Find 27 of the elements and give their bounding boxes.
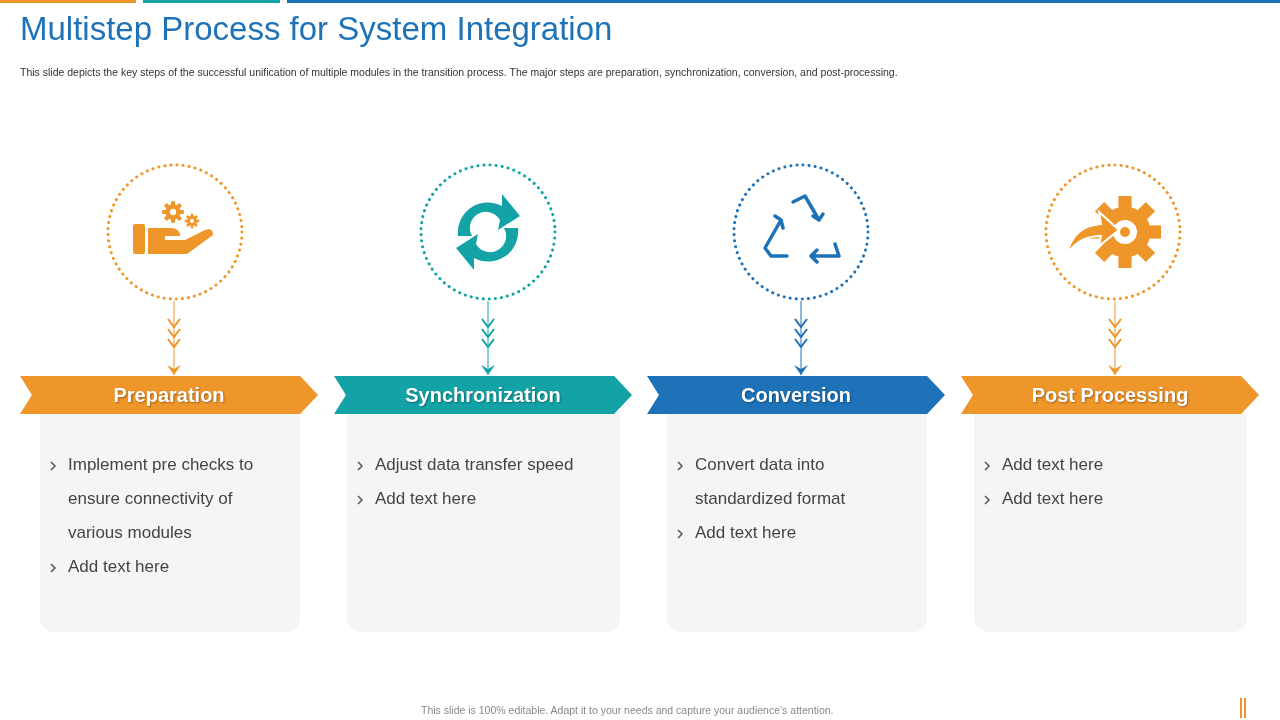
step-banner: Post Processing	[961, 376, 1259, 414]
bullet-text: Add text here	[1002, 482, 1235, 516]
bullet-text: Add text here	[68, 550, 288, 584]
bullet-text: Add text here	[1002, 448, 1235, 482]
step-banner: Conversion	[647, 376, 945, 414]
subtitle-text: This slide depicts the key steps of the successful unification of multiple modules in the transition process. The major steps are preparation, synchronization, conversion, and post-processing.	[20, 66, 898, 78]
step-card	[347, 414, 620, 632]
icon-circle	[419, 163, 557, 301]
step-banner: Preparation	[20, 376, 318, 414]
chevron-arrow	[1108, 300, 1122, 376]
icon-circle	[106, 163, 244, 301]
icon-circle	[1044, 163, 1182, 301]
icon-circle	[732, 163, 870, 301]
bullet-text: Add text here	[375, 482, 608, 516]
bullet-text: Implement pre checks to ensure connectivity of various modules	[68, 448, 288, 550]
chevron-arrow	[167, 300, 181, 376]
chevron-arrow	[481, 300, 495, 376]
step-card	[667, 414, 927, 632]
bullet-text: Adjust data transfer speed	[375, 448, 608, 482]
footer-note: This slide is 100% editable. Adapt it to your needs and capture your audience’s attention.	[421, 704, 834, 716]
chevron-arrow	[794, 300, 808, 376]
slide-title: Multistep Process for System Integration	[20, 10, 613, 48]
step-banner: Synchronization	[334, 376, 632, 414]
bullet-text: Add text here	[695, 516, 915, 550]
step-card	[40, 414, 300, 632]
bullet-text: Convert data into standardized format	[695, 448, 915, 516]
step-card	[974, 414, 1247, 632]
